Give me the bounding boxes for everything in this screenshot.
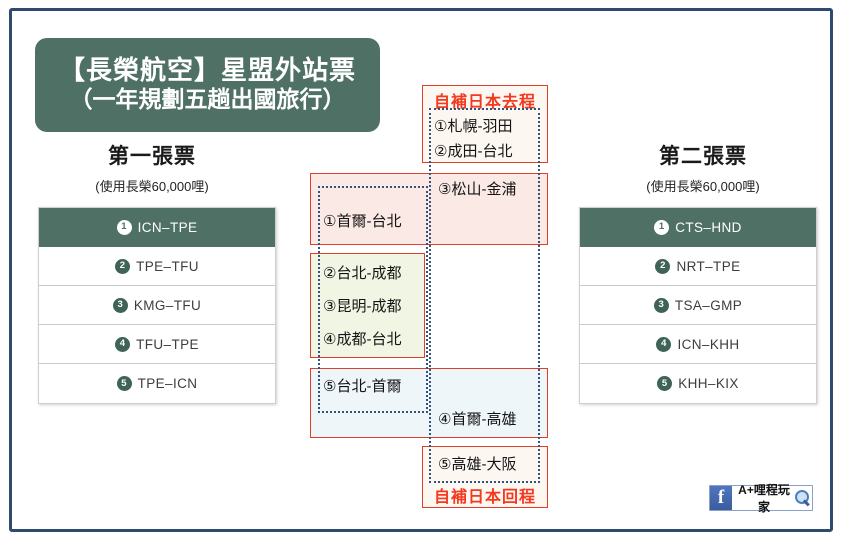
row-number-badge: 2 bbox=[115, 258, 131, 274]
center-diagram: 自補日本去程 自補日本回程 ①札幌-羽田 ②成田-台北 ③松山-金浦 ①首爾-台… bbox=[300, 78, 562, 508]
first-ticket-heading: 第一張票 bbox=[108, 145, 196, 168]
table-row[interactable]: 3 KMG–TFU bbox=[39, 286, 275, 326]
segment-sapporo-haneda: ①札幌-羽田 bbox=[434, 118, 513, 135]
row-number-badge: 3 bbox=[112, 297, 128, 313]
table-row[interactable]: 2 TPE–TFU bbox=[39, 247, 275, 287]
row-route-label: NRT–TPE bbox=[676, 258, 741, 274]
title-line-1: 【長榮航空】星盟外站票 bbox=[58, 55, 356, 86]
table-row[interactable]: 4 ICN–KHH bbox=[580, 325, 816, 365]
table-row[interactable]: 5 KHH–KIX bbox=[580, 364, 816, 404]
row-route-label: TPE–ICN bbox=[137, 376, 198, 392]
row-route-label: KHH–KIX bbox=[678, 376, 739, 392]
facebook-badge[interactable]: f A+哩程玩家 bbox=[709, 483, 813, 514]
second-ticket-column: 第二張票 (使用長榮60,000哩) 1 CTS–HND 2 NRT–TPE 3… bbox=[573, 144, 833, 405]
row-route-label: CTS–HND bbox=[675, 219, 742, 235]
table-row[interactable]: 5 TPE–ICN bbox=[39, 364, 275, 404]
segment-kaohsiung-osaka: ⑤高雄-大阪 bbox=[438, 456, 517, 473]
segment-narita-taipei: ②成田-台北 bbox=[434, 143, 513, 160]
japan-outbound-label: 自補日本去程 bbox=[433, 94, 536, 111]
segment-matsuyama-gimpo: ③松山-金浦 bbox=[438, 181, 517, 198]
row-number-badge: 2 bbox=[655, 258, 671, 274]
first-ticket-list: 1 ICN–TPE 2 TPE–TFU 3 KMG–TFU 4 TFU–TPE … bbox=[38, 207, 276, 405]
table-row[interactable]: 3 TSA–GMP bbox=[580, 286, 816, 326]
row-number-badge: 1 bbox=[654, 219, 670, 235]
segment-chengdu-taipei: ④成都-台北 bbox=[323, 331, 402, 348]
row-number-badge: 5 bbox=[116, 376, 132, 392]
table-row[interactable]: 4 TFU–TPE bbox=[39, 325, 275, 365]
row-number-badge: 4 bbox=[656, 336, 672, 352]
row-route-label: ICN–TPE bbox=[137, 219, 198, 235]
japan-outbound-box bbox=[422, 85, 548, 163]
table-row[interactable]: 2 NRT–TPE bbox=[580, 247, 816, 287]
second-ticket-subheading: (使用長榮60,000哩) bbox=[646, 179, 760, 195]
facebook-page-name: A+哩程玩家 bbox=[738, 483, 790, 514]
table-row[interactable]: 1 ICN–TPE bbox=[39, 208, 275, 248]
facebook-icon: f bbox=[710, 486, 732, 510]
segment-seoul-kaohsiung: ④首爾-高雄 bbox=[438, 411, 517, 428]
row-number-badge: 5 bbox=[657, 376, 673, 392]
segment-taipei-seoul: ⑤台北-首爾 bbox=[323, 378, 402, 395]
row-route-label: TFU–TPE bbox=[136, 336, 199, 352]
title-line-2: （一年規劃五趟出國旅行） bbox=[69, 86, 346, 113]
first-ticket-path-outline bbox=[318, 186, 428, 413]
row-number-badge: 3 bbox=[653, 297, 669, 313]
china-route-box bbox=[310, 253, 425, 358]
row-route-label: TSA–GMP bbox=[674, 297, 743, 313]
first-ticket-subheading: (使用長榮60,000哩) bbox=[95, 179, 209, 195]
second-ticket-list: 1 CTS–HND 2 NRT–TPE 3 TSA–GMP 4 ICN–KHH … bbox=[579, 207, 817, 405]
second-ticket-heading: 第二張票 bbox=[659, 145, 747, 168]
row-route-label: TPE–TFU bbox=[136, 258, 199, 274]
segment-taipei-chengdu: ②台北-成都 bbox=[323, 265, 402, 282]
row-number-badge: 4 bbox=[115, 336, 131, 352]
second-ticket-path-outline bbox=[429, 108, 540, 483]
table-row[interactable]: 1 CTS–HND bbox=[580, 208, 816, 248]
japan-return-label: 自補日本回程 bbox=[433, 489, 536, 506]
row-route-label: KMG–TFU bbox=[133, 297, 202, 313]
title-banner: 【長榮航空】星盟外站票 （一年規劃五趟出國旅行） bbox=[35, 38, 380, 132]
row-number-badge: 1 bbox=[116, 219, 132, 235]
magnifier-icon bbox=[793, 487, 812, 509]
row-route-label: ICN–KHH bbox=[677, 336, 740, 352]
segment-seoul-taipei: ①首爾-台北 bbox=[323, 213, 402, 230]
segment-kunming-chengdu: ③昆明-成都 bbox=[323, 298, 402, 315]
first-ticket-column: 第一張票 (使用長榮60,000哩) 1 ICN–TPE 2 TPE–TFU 3… bbox=[22, 144, 282, 405]
japan-return-box bbox=[422, 446, 548, 508]
